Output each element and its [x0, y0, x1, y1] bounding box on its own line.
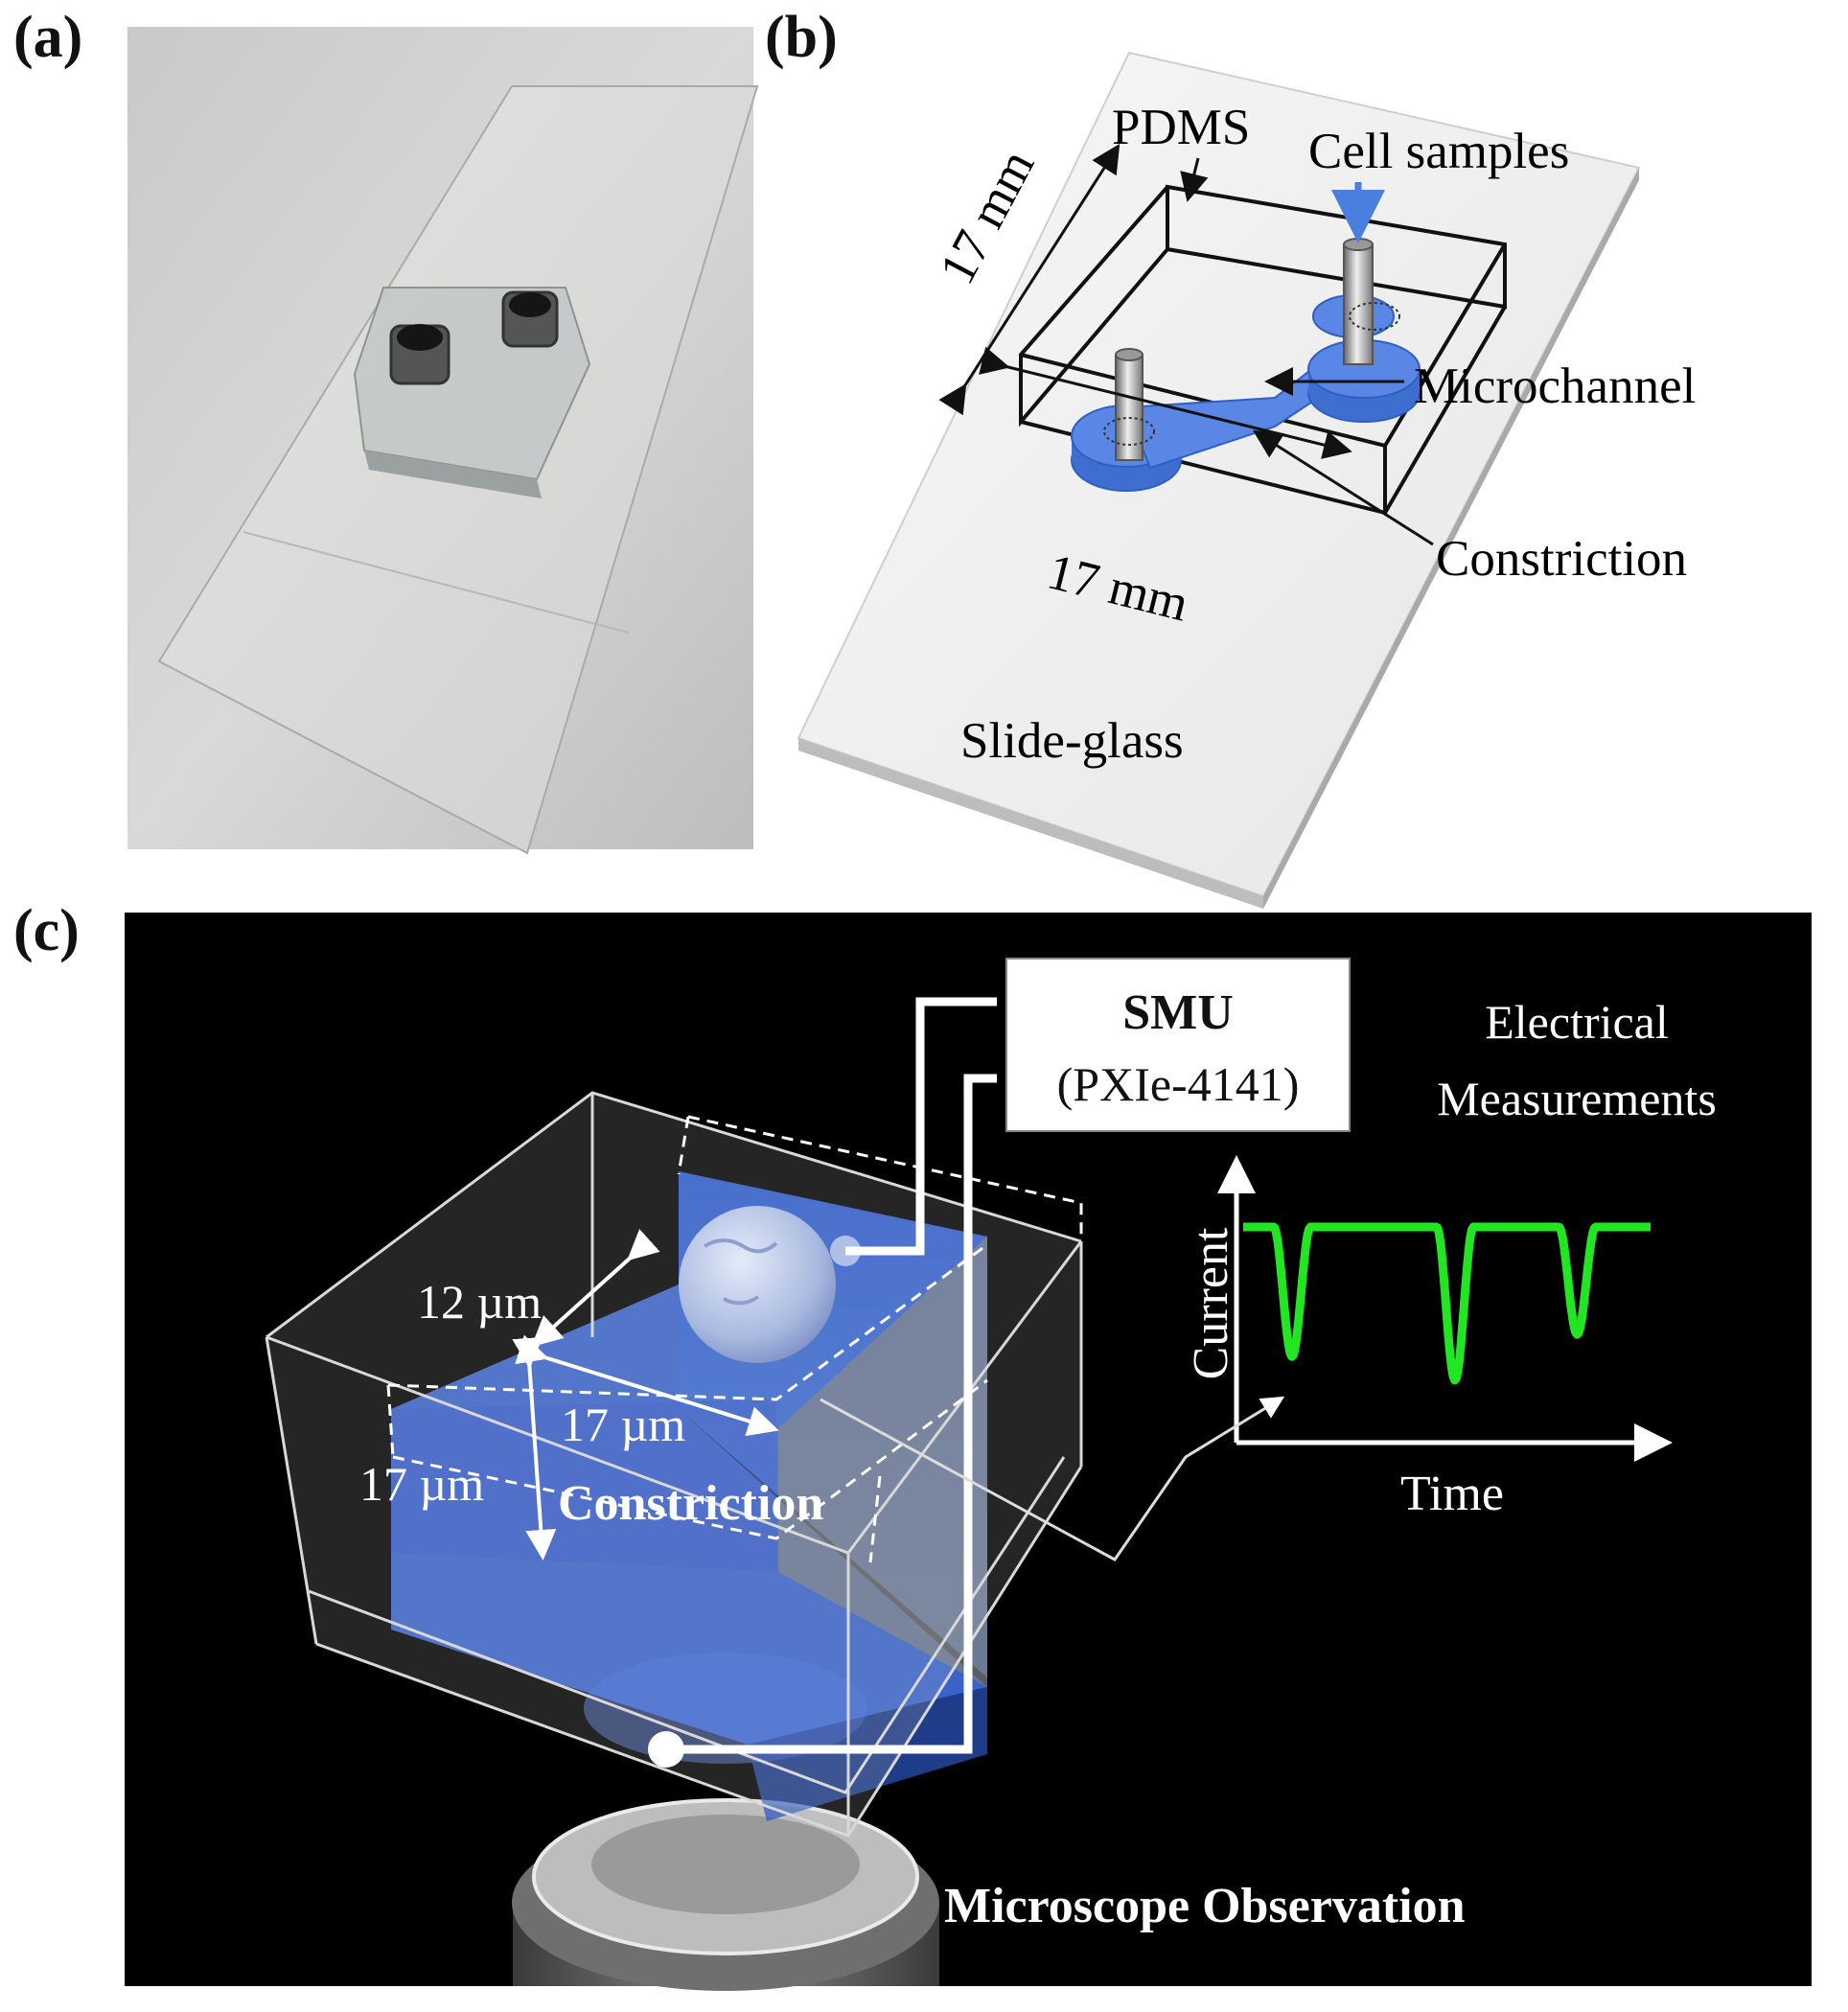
pdms-label: PDMS — [1112, 100, 1250, 155]
slide-glass-label: Slide-glass — [960, 713, 1184, 769]
electrical-label-2: Measurements — [1437, 1072, 1717, 1125]
dim-17a-arrow — [515, 1334, 779, 1437]
inlet-port — [389, 324, 450, 385]
dimension-arrows — [512, 1229, 779, 1561]
current-signal-trace — [1240, 1222, 1653, 1385]
dim-12-label: 12 µm — [417, 1275, 542, 1329]
constriction-leader — [1252, 429, 1434, 546]
pdms-chip-edge — [364, 451, 542, 498]
wires — [671, 997, 997, 1754]
current-axis-label: Current — [1184, 1227, 1238, 1379]
constriction-surfaces — [391, 1237, 987, 1687]
smu-box: SMU (PXIe-4141) — [1005, 958, 1351, 1132]
dim-17a-label: 17 µm — [561, 1398, 685, 1451]
constriction-label-b: Constriction — [1436, 531, 1687, 587]
slide-glass — [797, 51, 1641, 898]
slide-frost-line — [243, 531, 630, 634]
microchannel-label: Microchannel — [1414, 358, 1696, 414]
dim-17b-label: 17 µm — [359, 1457, 484, 1511]
panel-a-photo — [127, 27, 759, 855]
slide-glass-edge-front — [798, 738, 1263, 909]
lower-electrode — [648, 1731, 684, 1768]
panel-c-setup: SMU (PXIe-4141) Electrical Measurements … — [125, 913, 1812, 1991]
microscope-label: Microscope Observation — [944, 1879, 1466, 1933]
panel-b-schematic: PDMS Cell samples Microchannel Constrict… — [797, 51, 1696, 909]
dim-width-arrow — [979, 346, 1352, 459]
smu-model-label: (PXIe-4141) — [1057, 1057, 1300, 1111]
slide-glass-edge-side — [1263, 168, 1639, 909]
constriction-label-c: Constriction — [558, 1476, 823, 1531]
pdms-leader — [1180, 157, 1209, 202]
time-axis-label: Time — [1400, 1467, 1504, 1521]
panel-b-label: (b) — [765, 5, 838, 70]
current-plot: Current Time — [1184, 1155, 1673, 1521]
outlet-tube — [1343, 238, 1400, 365]
upper-electrode — [830, 1236, 861, 1266]
dim-12-arrow — [531, 1229, 660, 1348]
cell — [679, 1206, 836, 1363]
dim-17b-arrow — [512, 1336, 557, 1561]
cell-samples-label: Cell samples — [1308, 124, 1569, 179]
panel-a-label: (a) — [13, 5, 83, 70]
cell-to-signal-leader — [820, 1396, 1285, 1561]
smu-label: SMU — [1122, 985, 1234, 1040]
electrical-label-1: Electrical — [1485, 995, 1669, 1049]
outlet-port — [501, 290, 559, 348]
panel-c-label: (c) — [13, 898, 80, 963]
